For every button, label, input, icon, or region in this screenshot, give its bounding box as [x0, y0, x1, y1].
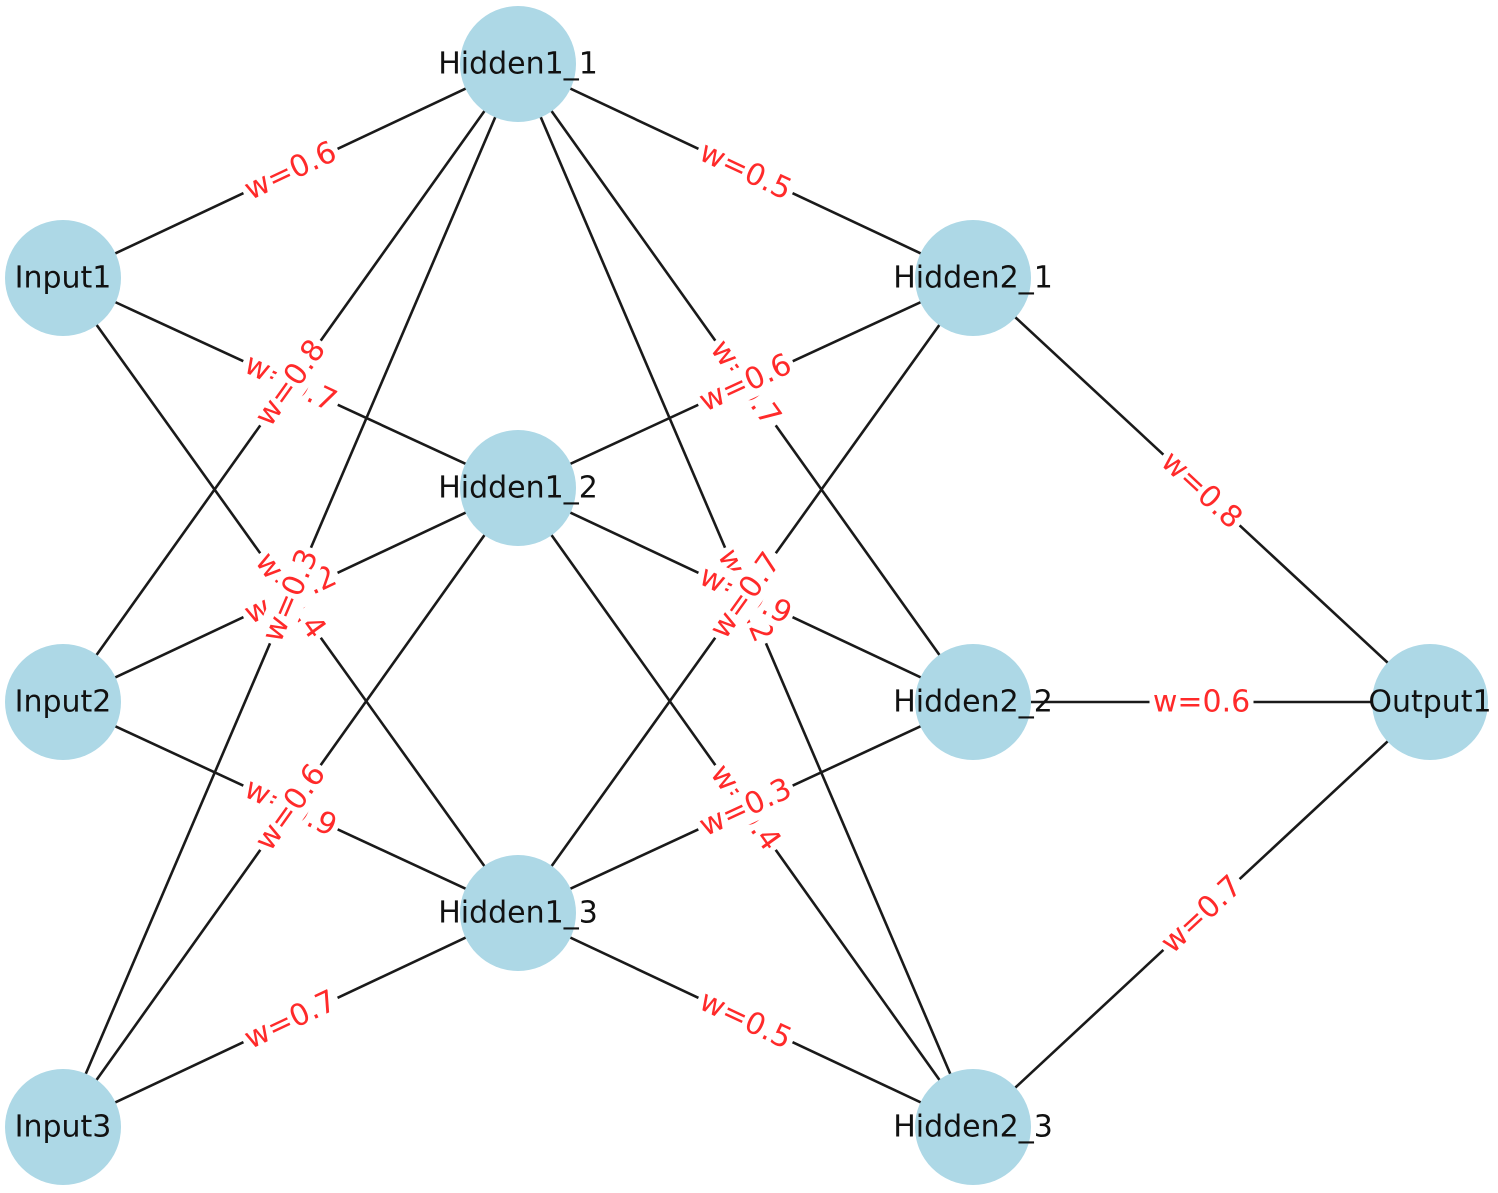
- weight-label-group: w=0.7: [236, 982, 345, 1058]
- nodes-layer: Input1Input2Input3Hidden1_1Hidden1_2Hidd…: [5, 6, 1492, 1185]
- node-circle: [915, 220, 1031, 336]
- weight-label-background: [691, 770, 800, 845]
- node-hidden2-2: Hidden2_2: [893, 644, 1053, 760]
- weight-label-background: [691, 982, 800, 1058]
- node-label: Hidden2_3: [893, 1110, 1053, 1145]
- node-circle: [460, 430, 576, 546]
- node-circle: [460, 855, 576, 971]
- node-label: Output1: [1368, 685, 1491, 720]
- weight-label-hidden2-2-to-output1: w=0.6: [1153, 685, 1250, 720]
- node-label: Hidden2_1: [893, 261, 1053, 296]
- weight-label-group: w=0.7: [1151, 866, 1252, 963]
- weight-label-input1-to-hidden1-1: w=0.6: [239, 134, 342, 207]
- node-circle: [915, 644, 1031, 760]
- node-hidden1-1: Hidden1_1: [438, 6, 598, 122]
- weight-label-hidden2-3-to-output1: w=0.7: [1154, 869, 1249, 961]
- node-label: Input2: [15, 685, 112, 720]
- weight-label-background: [691, 133, 800, 209]
- weight-labels-layer: w=0.6w=0.7w=0.4w=0.8w=0.2w=0.9w=0.3w=0.6…: [236, 133, 1254, 1058]
- weight-label-background: [1149, 685, 1254, 719]
- weight-label-background: [1151, 866, 1252, 963]
- node-circle: [915, 1069, 1031, 1185]
- node-input1: Input1: [5, 220, 121, 336]
- weight-label-background: [246, 755, 335, 860]
- node-label: Hidden1_2: [438, 471, 598, 506]
- weight-label-group: w=0.6: [236, 133, 345, 209]
- weight-label-hidden2-1-to-output1: w=0.8: [1154, 444, 1249, 536]
- node-hidden1-3: Hidden1_3: [438, 855, 598, 971]
- node-label: Hidden1_1: [438, 47, 598, 82]
- weight-label-background: [701, 543, 790, 648]
- weight-label-hidden1-3-to-hidden2-3: w=0.5: [694, 983, 797, 1056]
- node-circle: [460, 6, 576, 122]
- node-input3: Input3: [5, 1069, 121, 1185]
- node-output1: Output1: [1368, 644, 1492, 760]
- weight-label-background: [691, 345, 800, 421]
- weight-label-background: [1151, 442, 1252, 538]
- weight-label-background: [246, 330, 335, 436]
- node-label: Hidden1_3: [438, 896, 598, 931]
- node-label: Input1: [15, 261, 112, 296]
- node-label: Hidden2_2: [893, 685, 1053, 720]
- weight-label-input3-to-hidden1-3: w=0.7: [239, 983, 342, 1056]
- node-circle: [5, 1069, 121, 1185]
- node-label: Input3: [15, 1110, 112, 1145]
- weight-label-background: [236, 982, 345, 1058]
- node-hidden1-2: Hidden1_2: [438, 430, 598, 546]
- node-hidden2-1: Hidden2_1: [893, 220, 1053, 336]
- node-hidden2-3: Hidden2_3: [893, 1069, 1053, 1185]
- weight-label-background: [236, 133, 345, 209]
- node-circle: [5, 644, 121, 760]
- weight-label-background: [254, 541, 327, 650]
- node-circle: [1372, 644, 1488, 760]
- weight-label-group: w=0.6: [1149, 685, 1254, 720]
- node-circle: [5, 220, 121, 336]
- weight-label-hidden1-1-to-hidden2-1: w=0.5: [694, 134, 797, 207]
- weight-label-group: w=0.5: [691, 982, 800, 1058]
- weight-label-group: w=0.8: [1151, 442, 1252, 538]
- node-input2: Input2: [5, 644, 121, 760]
- weight-label-group: w=0.5: [691, 133, 800, 209]
